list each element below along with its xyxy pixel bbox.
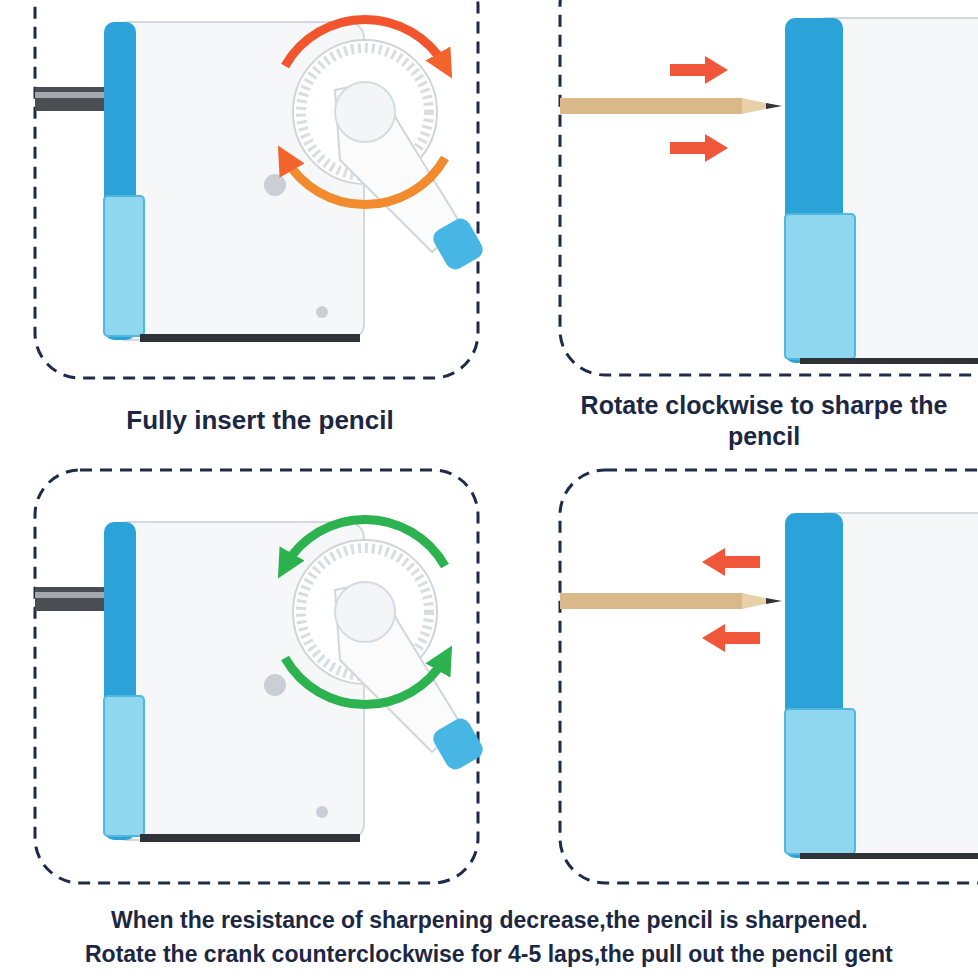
step-four bbox=[560, 513, 978, 859]
sharpener-side bbox=[35, 22, 486, 342]
push-arrow bbox=[670, 56, 728, 84]
panel-frame bbox=[560, 470, 978, 883]
panel-frame bbox=[560, 0, 978, 375]
step-three bbox=[35, 519, 486, 842]
push-arrow bbox=[670, 134, 728, 162]
pencil bbox=[560, 98, 782, 114]
note-line: When the resistance of sharpening decrea… bbox=[111, 906, 868, 935]
rotate-arrow bbox=[285, 658, 445, 705]
rotate-arrow bbox=[285, 158, 445, 205]
pencil bbox=[560, 593, 782, 609]
rotate-arrow bbox=[285, 519, 445, 566]
pull-arrow bbox=[702, 548, 760, 576]
sharpener-side bbox=[35, 522, 486, 842]
sharpener-front bbox=[785, 18, 978, 364]
step-caption: Rotate clockwise to sharpe the pencil bbox=[556, 390, 972, 453]
rotate-arrow bbox=[285, 19, 445, 66]
sharpener-front bbox=[785, 513, 978, 859]
step-caption: Fully insert the pencil bbox=[40, 404, 480, 437]
pull-arrow bbox=[702, 624, 760, 652]
note-line: Rotate the crank counterclockwise for 4-… bbox=[85, 940, 893, 969]
